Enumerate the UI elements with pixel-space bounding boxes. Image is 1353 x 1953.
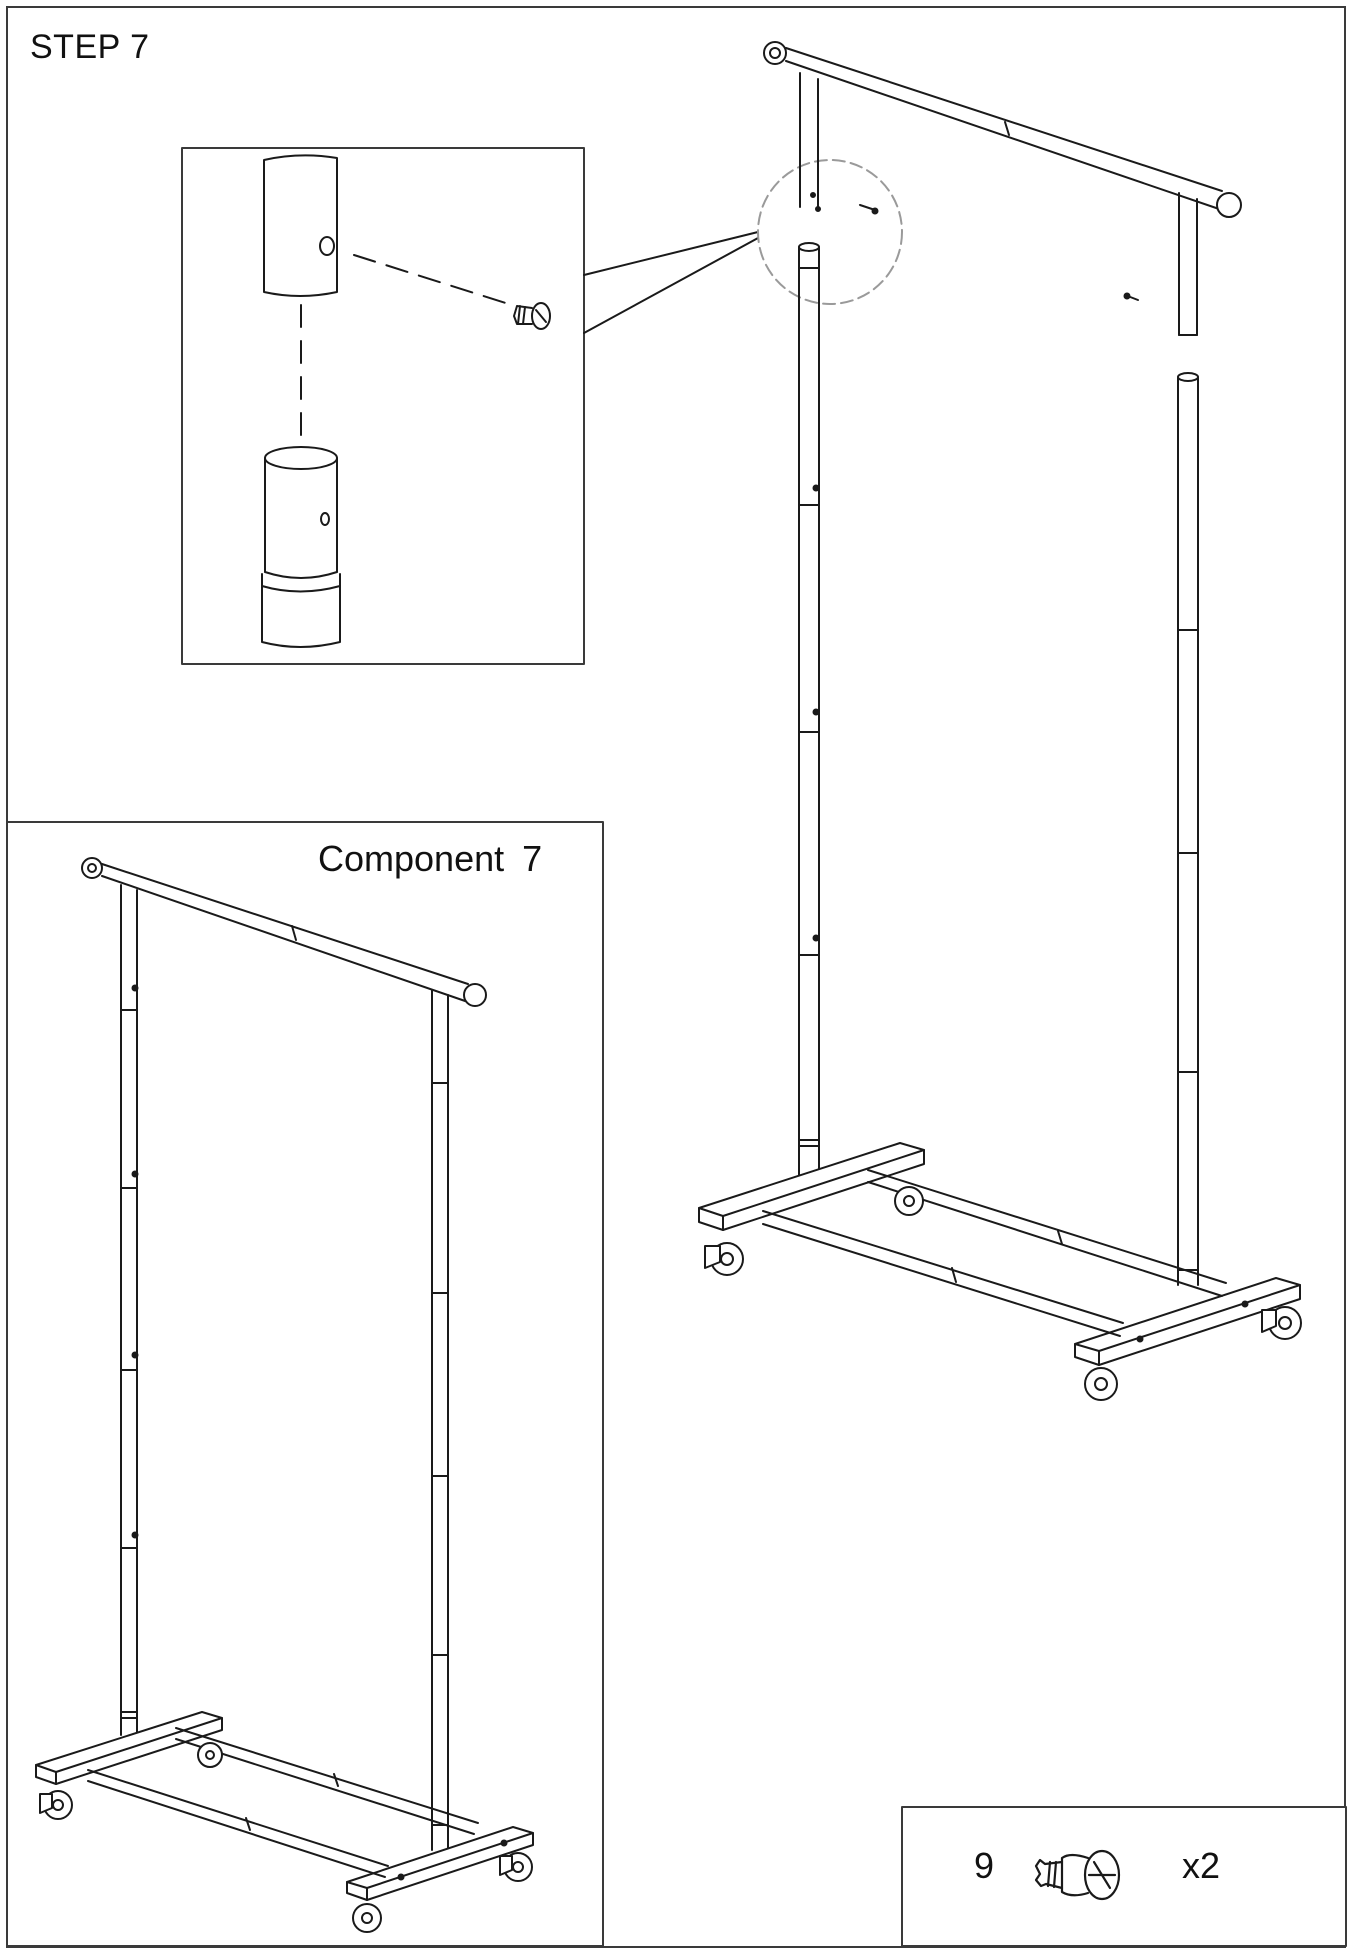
- hardware-part-number: 9: [974, 1845, 995, 1886]
- detail-inset-panel: [181, 147, 585, 665]
- leader-line-bottom: [583, 237, 759, 334]
- component-title: Component 7: [318, 838, 543, 879]
- main-clothes-rack: [698, 41, 1302, 1401]
- detail-joint-illustration: [261, 154, 551, 648]
- component-clothes-rack: [35, 857, 534, 1933]
- hardware-quantity: x2: [1182, 1845, 1221, 1886]
- component-panel: [6, 821, 604, 1947]
- leader-line-top: [583, 231, 759, 276]
- hardware-panel: [901, 1806, 1347, 1947]
- detail-callout-circle: [757, 159, 903, 305]
- detail-screw-icon: [513, 302, 551, 330]
- step-title: STEP 7: [30, 28, 150, 66]
- screw-icon: [1034, 1849, 1121, 1901]
